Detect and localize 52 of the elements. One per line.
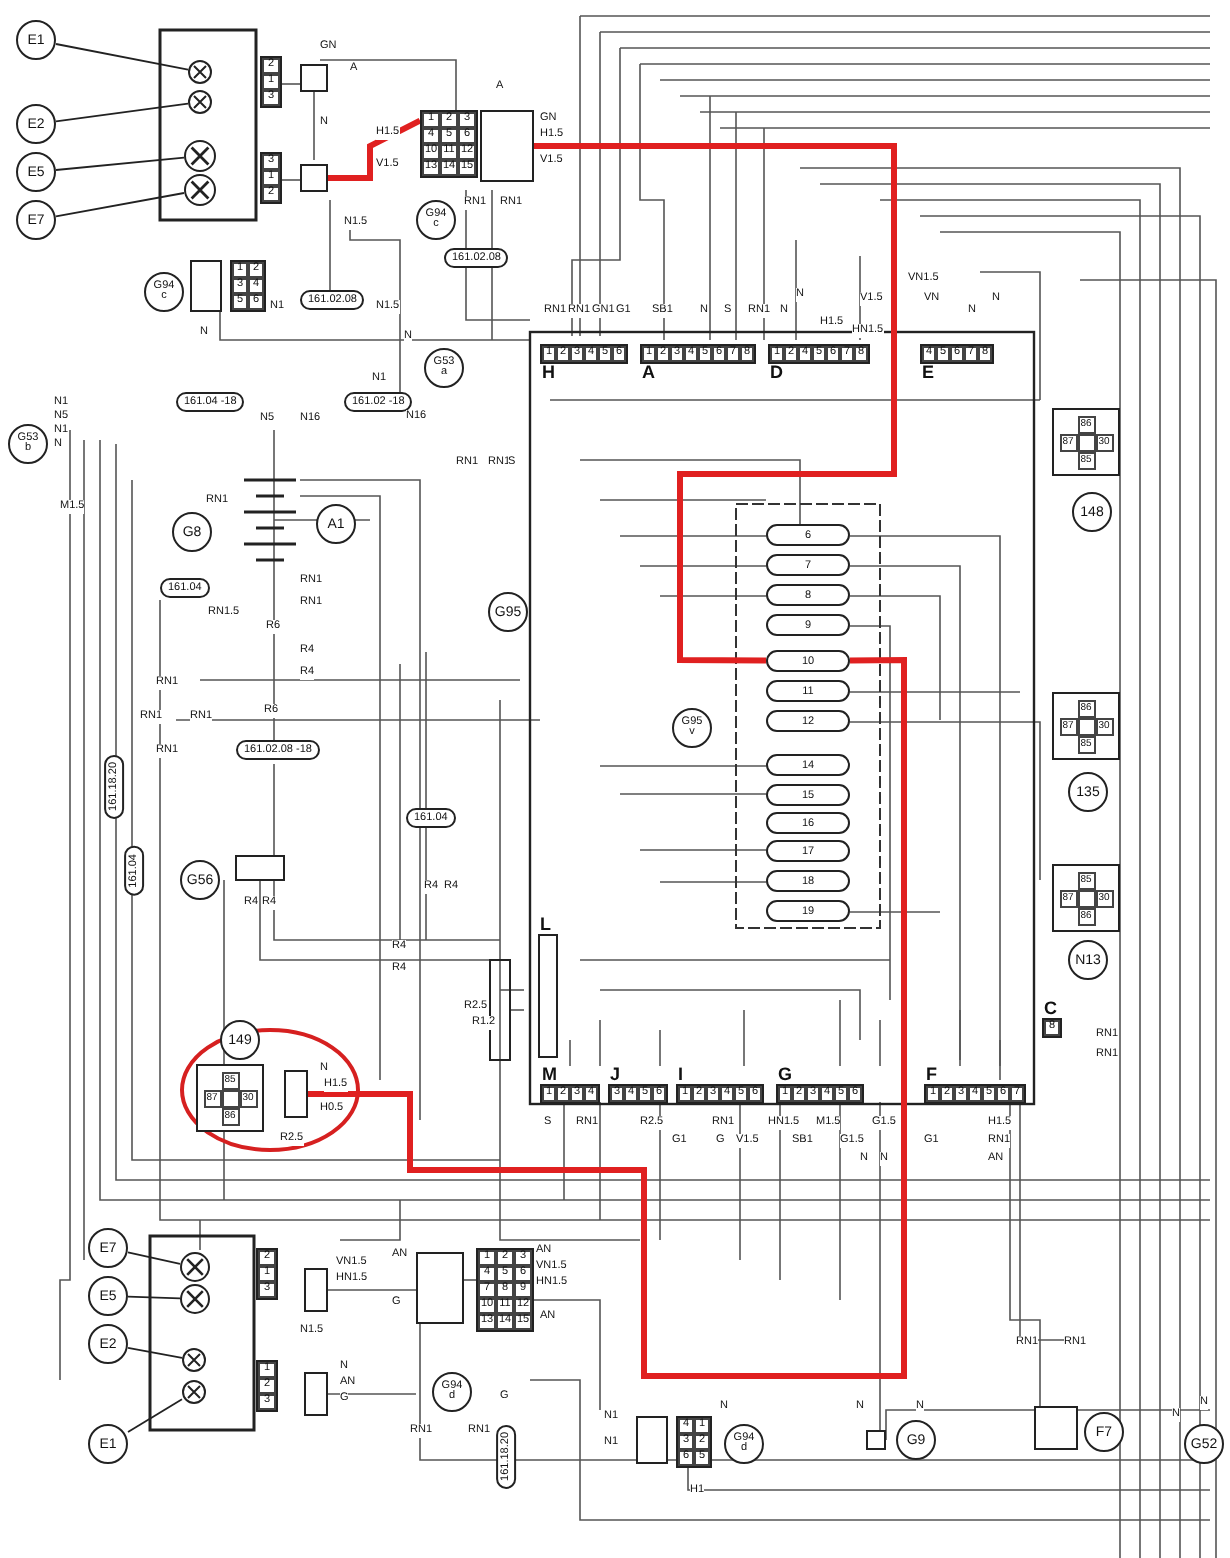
- leader-line: [127, 1251, 181, 1265]
- relay-socket: [1052, 864, 1120, 932]
- leader-line: [127, 1295, 181, 1300]
- connector-block: [476, 1248, 534, 1332]
- lamp-symbol: [184, 140, 216, 172]
- connector-letter: J: [608, 1066, 623, 1084]
- connector-letter: C: [1042, 1000, 1059, 1018]
- relay-socket: [196, 1064, 264, 1132]
- connector-letter: H: [540, 364, 557, 382]
- connector-letter: L: [538, 916, 553, 934]
- lamp-symbol: [182, 1348, 206, 1372]
- connector-block: [256, 1360, 278, 1412]
- relay-socket: [1052, 692, 1120, 760]
- connector-block: [304, 1372, 328, 1416]
- lamp-symbol: [184, 174, 216, 206]
- connector-block: [866, 1430, 886, 1450]
- lamp-symbol: [180, 1252, 210, 1282]
- leader-line: [127, 1346, 183, 1359]
- connector-block: [190, 260, 222, 312]
- connector-letter: E: [920, 364, 937, 382]
- lamp-symbol: [182, 1380, 206, 1404]
- highlighted-wire: [328, 117, 422, 181]
- connector-block: [260, 152, 282, 204]
- connector-letter: F: [924, 1066, 939, 1084]
- connector-block: [284, 1070, 308, 1118]
- connector-block: [636, 1416, 668, 1464]
- lamp-symbol: [188, 90, 212, 114]
- connector-block: [256, 1248, 278, 1300]
- leader-line: [55, 156, 185, 171]
- connector-block: [260, 56, 282, 108]
- leader-line: [55, 192, 185, 218]
- highlighted-wire: [534, 143, 897, 664]
- connector-block: [300, 164, 328, 192]
- connector-block: [304, 1268, 328, 1312]
- connector-letter: A: [640, 364, 657, 382]
- connector-block: [416, 1252, 464, 1324]
- lamp-symbol: [188, 60, 212, 84]
- relay-socket: [1052, 408, 1120, 476]
- connector-letter: D: [768, 364, 785, 382]
- connector-block: [1034, 1406, 1078, 1450]
- connector-letter: I: [676, 1066, 686, 1084]
- connector-block: [300, 64, 328, 92]
- lamp-symbol: [180, 1284, 210, 1314]
- connector-letter: M: [540, 1066, 559, 1084]
- highlighted-wire: [308, 656, 907, 1379]
- connector-block: [480, 110, 534, 182]
- connector-block: [676, 1416, 712, 1468]
- leader-line: [55, 43, 189, 71]
- connector-block: [420, 110, 478, 178]
- leader-line: [55, 102, 189, 123]
- connector-block: [230, 260, 266, 312]
- connector-letter: G: [776, 1066, 795, 1084]
